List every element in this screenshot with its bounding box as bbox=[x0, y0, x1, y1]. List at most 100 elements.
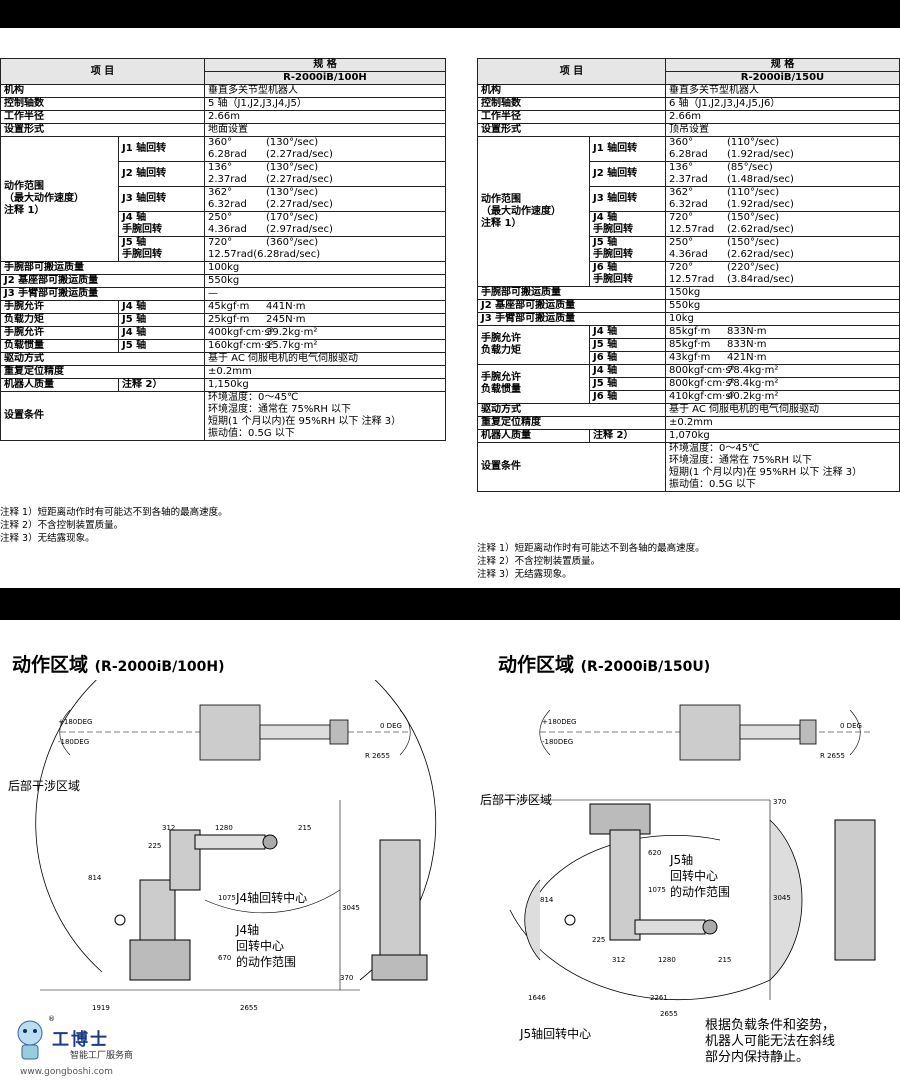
dim-225: 225 bbox=[592, 936, 605, 944]
diagram-title-right: 动作区域 (R-2000iB/150U) bbox=[498, 654, 711, 676]
brand-name: 工博士 bbox=[52, 1030, 109, 1050]
row-label: 机构 bbox=[477, 84, 666, 98]
dim-814: 814 bbox=[88, 874, 102, 882]
value-cell: 400kgf·cm·s²39.2kg·m² bbox=[204, 326, 446, 340]
row-value: 垂直多关节型机器人 bbox=[204, 84, 446, 98]
axis-name: J5 轴手腕回转 bbox=[118, 236, 205, 262]
axis-value: 360°(130°/sec)6.28rad(2.27rad/sec) bbox=[204, 136, 446, 162]
row-note: 注释 2） bbox=[589, 429, 666, 443]
notes-right: 注释 1）短距离动作时有可能达不到各轴的最高速度。 注释 2）不含控制装置质量。… bbox=[477, 542, 705, 581]
table-row: 重复定位精度±0.2mm bbox=[477, 416, 900, 430]
axis-name: J3 轴回转 bbox=[118, 186, 205, 212]
axis-name: J4 轴手腕回转 bbox=[118, 211, 205, 237]
diagram-title-left: 动作区域 (R-2000iB/100H) bbox=[12, 654, 225, 676]
brand-subtitle: 智能工厂服务商 bbox=[70, 1051, 134, 1061]
axis-name: J5 轴 bbox=[589, 338, 666, 352]
row-label: 驱动方式 bbox=[0, 352, 205, 366]
header-spec: 规 格 bbox=[665, 58, 900, 72]
row-value: ±0.2mm bbox=[204, 365, 446, 379]
row-label: 负载力矩 bbox=[0, 313, 119, 327]
row-label: 重复定位精度 bbox=[477, 416, 666, 430]
row-value: 550kg bbox=[665, 299, 900, 313]
radius-label: R 2655 bbox=[365, 752, 390, 760]
axis-name: J6 轴 bbox=[589, 351, 666, 365]
row-value: 150kg bbox=[665, 286, 900, 300]
j5-center-label: J5轴回转中心 bbox=[520, 1027, 592, 1041]
row-label: 工作半径 bbox=[0, 110, 205, 124]
row-label: J2 基座部可搬运质量 bbox=[0, 274, 205, 288]
axis-value: 360°(110°/sec)6.28rad(1.92rad/sec) bbox=[665, 136, 900, 162]
row-label: 驱动方式 bbox=[477, 403, 666, 417]
note-2: 注释 2）不含控制装置质量。 bbox=[477, 556, 601, 567]
deg-minus-180: -180DEG bbox=[58, 738, 89, 746]
row-value: 10kg bbox=[665, 312, 900, 326]
row-label: 机器人质量 bbox=[477, 429, 590, 443]
row-label: 手腕允许 bbox=[0, 300, 119, 314]
dim-312: 312 bbox=[612, 956, 625, 964]
deg-zero: 0 DEG bbox=[840, 722, 862, 730]
j4-center-label: J4轴回转中心 bbox=[236, 891, 308, 905]
dim-2261: 2261 bbox=[650, 994, 668, 1002]
row-label: 控制轴数 bbox=[0, 97, 205, 111]
moment-label: 手腕允许负载力矩 bbox=[477, 325, 590, 365]
note-1: 注释 1）短距离动作时有可能达不到各轴的最高速度。 bbox=[0, 507, 228, 518]
dim-215: 215 bbox=[718, 956, 731, 964]
env-label: 设置条件 bbox=[477, 442, 666, 492]
axis-value: 362°(110°/sec)6.32rad(1.92rad/sec) bbox=[665, 186, 900, 212]
deg-minus-180: -180DEG bbox=[542, 738, 573, 746]
row-label: 工作半径 bbox=[477, 110, 666, 124]
row-value: 550kg bbox=[204, 274, 446, 288]
value-cell: 160kgf·cm·s²15.7kg·m² bbox=[204, 339, 446, 353]
axis-name: J2 轴回转 bbox=[589, 161, 666, 187]
axis-name: J6 轴 bbox=[589, 390, 666, 404]
axis-value: 720°(360°/sec)12.57rad(6.28rad/sec) bbox=[204, 236, 446, 262]
dim-3045: 3045 bbox=[773, 894, 791, 902]
axis-value: 362°(130°/sec)6.32rad(2.27rad/sec) bbox=[204, 186, 446, 212]
dim-370: 370 bbox=[340, 974, 353, 982]
dim-312: 312 bbox=[162, 824, 175, 832]
deg-plus-180: +180DEG bbox=[58, 718, 92, 726]
row-value: 1,070kg bbox=[665, 429, 900, 443]
motion-range-diagram-right: +180DEG -180DEG 0 DEG R 2655 370 620 107… bbox=[500, 704, 876, 1018]
dim-1280: 1280 bbox=[658, 956, 676, 964]
motion-range-label: 动作范围（最大动作速度）注释 1） bbox=[0, 136, 119, 262]
value-cell: 800kgf·cm·s²78.4kg·m² bbox=[665, 377, 900, 391]
row-value: 6 轴（J1,J2,J3,J4,J5,J6） bbox=[665, 97, 900, 111]
dim-1280: 1280 bbox=[215, 824, 233, 832]
header-model: R-2000iB/100H bbox=[204, 71, 446, 85]
row-value: 地面设置 bbox=[204, 123, 446, 137]
row-value: 2.66m bbox=[204, 110, 446, 124]
dim-2655: 2655 bbox=[240, 1004, 258, 1012]
axis-name: J5 轴 bbox=[589, 377, 666, 391]
axis-name: J1 轴回转 bbox=[589, 136, 666, 162]
registered-mark: ® bbox=[48, 1015, 55, 1023]
inertia-label: 手腕允许负载惯量 bbox=[477, 364, 590, 404]
axis-name: J2 轴回转 bbox=[118, 161, 205, 187]
row-value: 基于 AC 伺服电机的电气伺服驱动 bbox=[204, 352, 446, 366]
row-label: 设置形式 bbox=[477, 123, 666, 137]
header-item: 项 目 bbox=[477, 58, 666, 85]
table-row: 驱动方式基于 AC 伺服电机的电气伺服驱动 bbox=[477, 403, 900, 417]
motion-range-diagram-left: +180DEG -180DEG 0 DEG R 2655 312 1280 21… bbox=[35, 680, 437, 1012]
row-label: 设置形式 bbox=[0, 123, 205, 137]
row-value: 垂直多关节型机器人 bbox=[665, 84, 900, 98]
motion-range-section: 动作区域 (R-2000iB/100H) 动作区域 (R-2000iB/150U… bbox=[0, 620, 900, 1092]
row-label: J3 手臂部可搬运质量 bbox=[0, 287, 205, 301]
watermark-logo: ® 工博士 智能工厂服务商 www.gongboshi.com bbox=[10, 1015, 160, 1085]
row-value: 基于 AC 伺服电机的电气伺服驱动 bbox=[665, 403, 900, 417]
